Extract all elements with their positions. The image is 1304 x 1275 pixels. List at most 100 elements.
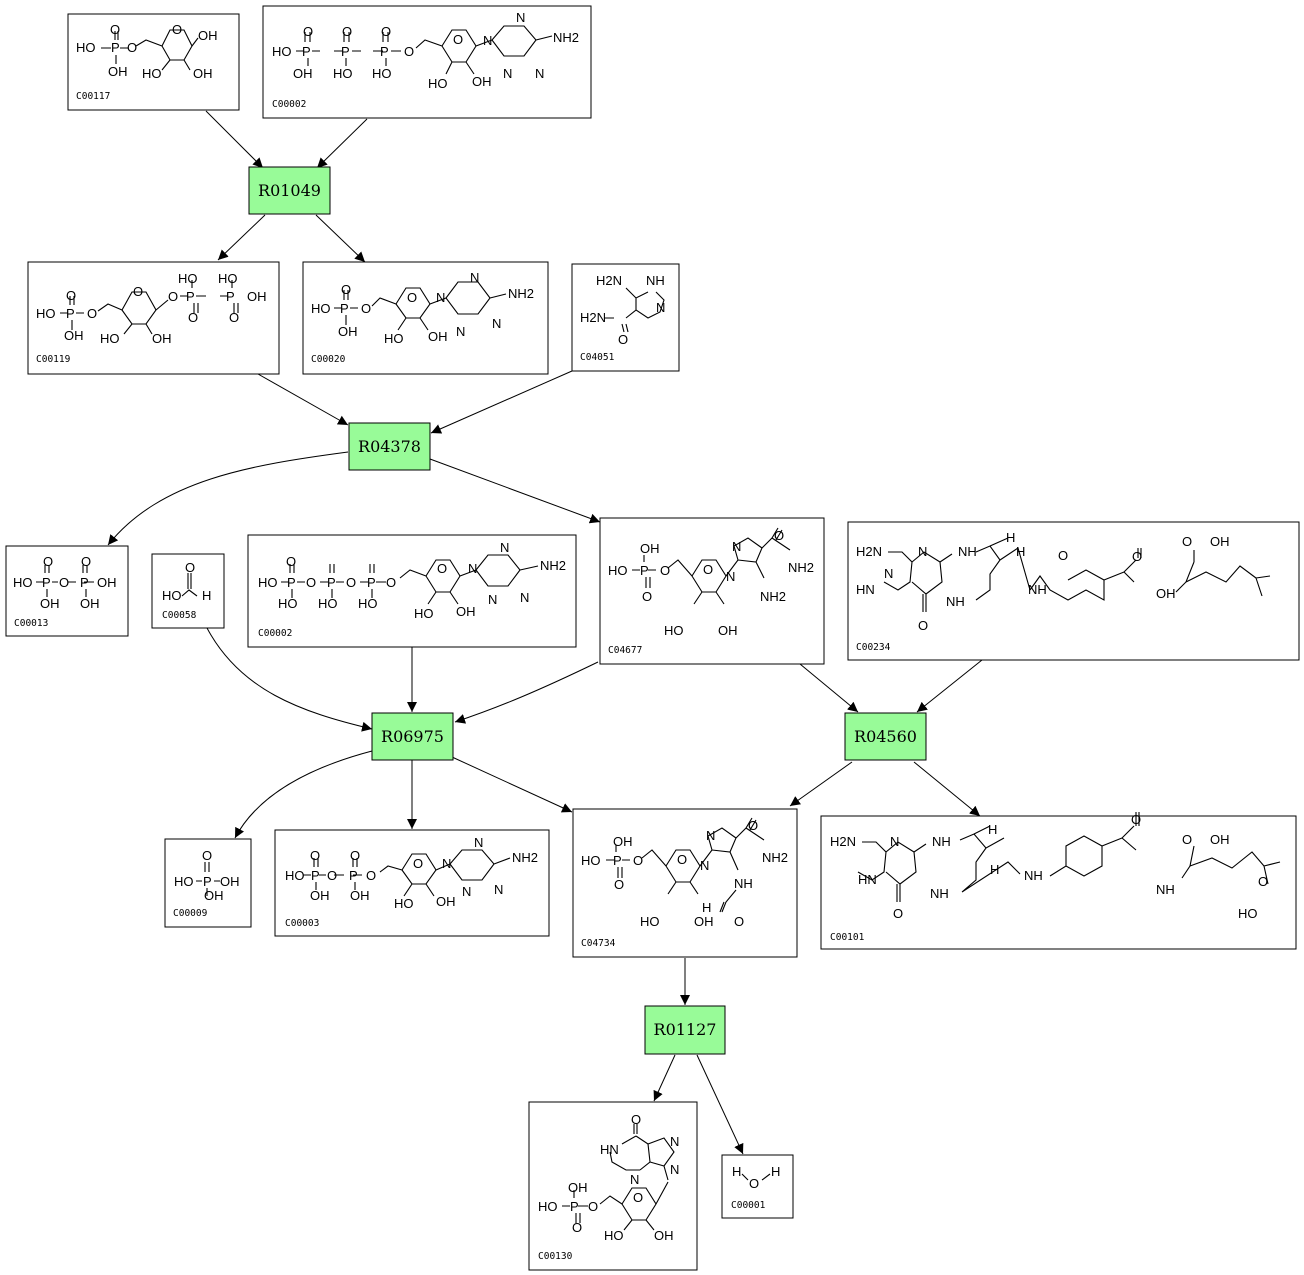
compound-C00117[interactable]: HO P O OH O O OH HO OH C00117 xyxy=(67,13,240,111)
atom: N xyxy=(483,33,492,48)
atom: O xyxy=(893,906,903,921)
structure: H O H xyxy=(732,1164,780,1191)
edge-c04051-r04378 xyxy=(430,370,573,434)
atom: P xyxy=(287,575,296,590)
atom: N xyxy=(535,66,544,81)
atom: N xyxy=(462,884,471,899)
atom: O xyxy=(1058,548,1068,563)
atom: O xyxy=(453,32,463,47)
atom: O xyxy=(342,24,352,39)
structure: H2N N NH H H N O HN NH O NH O OH O OH xyxy=(856,530,1271,633)
atom: O xyxy=(677,852,687,867)
compound-C00013[interactable]: HO P O P OH O O OH OH C00013 xyxy=(5,545,129,637)
structure: HO P O OH O O N N O NH2 NH H O HO OH xyxy=(581,817,788,929)
edge-c04677-r06975 xyxy=(454,661,599,724)
atom: P xyxy=(80,575,89,590)
compound-C00119[interactable]: HO P O O OH O HO OH HO P O HO P O OH O C… xyxy=(27,261,280,375)
atom: O xyxy=(588,1199,598,1214)
atom: OH xyxy=(108,64,128,79)
compound-C00101[interactable]: H2N N NH H H HN NH NH O O NH O OH O HO C… xyxy=(820,812,1297,950)
edge-r01127-c00130 xyxy=(653,1054,676,1102)
atom: NH xyxy=(646,273,665,288)
compound-box xyxy=(302,261,549,375)
atom: P xyxy=(42,575,51,590)
atom: OH xyxy=(654,1228,674,1243)
atom: O xyxy=(66,288,76,303)
atom: OH xyxy=(152,331,172,346)
compound-label: C04677 xyxy=(608,645,642,656)
compound-label: C00130 xyxy=(538,1251,573,1262)
atom: O xyxy=(1182,534,1192,549)
reaction-R01127[interactable]: R01127 xyxy=(644,1005,726,1055)
compound-box xyxy=(572,808,798,958)
edge-r06975-c00009 xyxy=(234,750,373,839)
atom: P xyxy=(302,44,311,59)
atom: HO xyxy=(608,563,628,578)
compound-C00020[interactable]: HO P O O OH HO OH O N N N N NH2 C00020 xyxy=(302,261,549,375)
atom: O xyxy=(350,848,360,863)
atom: OH xyxy=(613,834,633,849)
atom: H xyxy=(1006,530,1015,545)
atom: N xyxy=(503,66,512,81)
compound-C00002-top[interactable]: HO P O OH P O HO P O HO O HO OH O N N N … xyxy=(262,5,592,119)
atom: HO xyxy=(384,331,404,346)
reaction-label: R01127 xyxy=(654,1020,717,1039)
compound-C04677[interactable]: HO P O OH O O N N NH2 O NH2 HO OH C04677 xyxy=(599,517,825,665)
atom: O xyxy=(341,282,351,297)
reaction-R04378[interactable]: R04378 xyxy=(348,422,431,471)
atom: O xyxy=(1132,549,1142,564)
compound-C00009[interactable]: O HO P OH OH C00009 xyxy=(164,838,252,928)
atom: P xyxy=(367,575,376,590)
compound-box xyxy=(247,534,577,648)
compound-box xyxy=(847,521,1300,661)
structure: O HO H xyxy=(162,560,211,603)
compound-box xyxy=(820,815,1297,950)
reaction-label: R06975 xyxy=(381,727,444,746)
atom: HO xyxy=(278,596,298,611)
atom: OH xyxy=(204,888,224,903)
compound-C00001[interactable]: H O H C00001 xyxy=(721,1154,794,1219)
atom: H xyxy=(702,900,711,915)
compound-C04734[interactable]: HO P O OH O O N N O NH2 NH H O HO OH C04… xyxy=(572,808,798,958)
atom: O xyxy=(748,818,758,833)
compound-label: C00001 xyxy=(731,1200,766,1211)
atom: O xyxy=(381,24,391,39)
compound-C00058[interactable]: O HO H C00058 xyxy=(151,553,225,629)
atom: OH xyxy=(247,289,267,304)
atom: H xyxy=(988,822,997,837)
atom: O xyxy=(43,554,53,569)
atom: N xyxy=(492,316,501,331)
atom: O xyxy=(407,290,417,305)
atom: HO xyxy=(13,575,33,590)
atom: O xyxy=(1131,812,1141,827)
compound-label: C00234 xyxy=(856,642,891,653)
atom: OH xyxy=(1210,534,1230,549)
compound-C00234[interactable]: H2N N NH H H N O HN NH O NH O OH O OH C0… xyxy=(847,521,1300,661)
edge-r01127-c00001 xyxy=(696,1054,744,1155)
compound-C00002-middle[interactable]: HO P O P O P O O HO HO HO O N N N N NH2 … xyxy=(247,534,577,648)
atom: P xyxy=(226,289,235,304)
reaction-box xyxy=(348,422,431,471)
reaction-R04560[interactable]: R04560 xyxy=(844,712,927,761)
compound-C00003[interactable]: HO P O P O O OH OH O O N N N N NH2 HO OH… xyxy=(274,829,550,937)
compound-C04051[interactable]: H2N NH N H2N O C04051 xyxy=(571,263,680,372)
atom: NH2 xyxy=(762,850,788,865)
atom: O xyxy=(774,528,784,543)
atom: OH xyxy=(436,894,456,909)
atom: N xyxy=(890,834,899,849)
reaction-R06975[interactable]: R06975 xyxy=(371,712,454,761)
atom: O xyxy=(229,310,239,325)
compound-label: C00013 xyxy=(14,618,48,629)
atom: OH xyxy=(338,324,358,339)
atom: N xyxy=(706,828,715,843)
edge-r04560-c04734 xyxy=(789,761,853,807)
atom: O xyxy=(188,310,198,325)
atom: O xyxy=(614,877,624,892)
reaction-box xyxy=(644,1005,726,1055)
compound-box xyxy=(274,829,550,937)
atom: N xyxy=(494,882,503,897)
compound-C00130[interactable]: O HN N N N HO P O O OH O HO OH C00130 xyxy=(528,1101,698,1271)
edge-r04378-c00013 xyxy=(107,451,349,546)
atom: NH2 xyxy=(553,30,579,45)
reaction-R01049[interactable]: R01049 xyxy=(248,166,331,215)
